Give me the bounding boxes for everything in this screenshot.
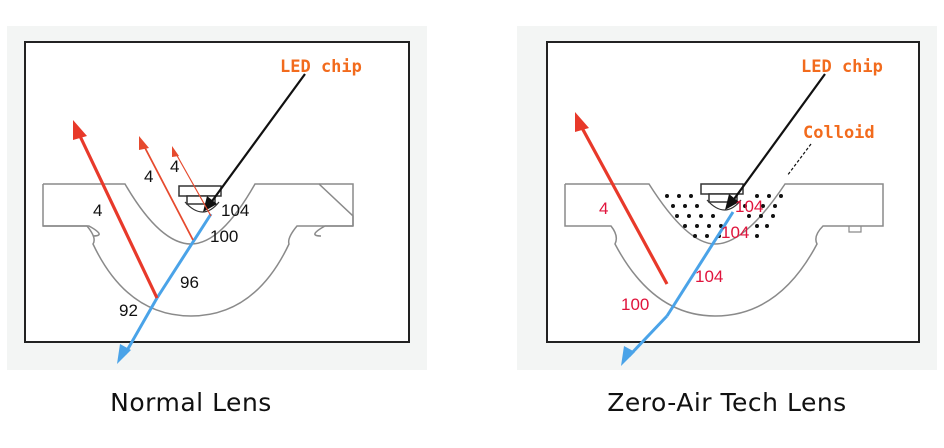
value-4: 4 <box>599 199 608 218</box>
value-104-mid: 104 <box>721 223 749 242</box>
lens-bottom-outline <box>564 184 837 317</box>
lens-bottom-outline <box>43 225 353 317</box>
zero-air-lens-diagram: LED chip Colloid 104 104 104 100 4 <box>546 41 920 366</box>
red-ray-thick <box>77 133 159 299</box>
led-chip-base <box>708 193 738 203</box>
colloid-label: Colloid <box>803 123 875 143</box>
red-ray-thin-2 <box>174 151 212 217</box>
value-96: 96 <box>180 273 199 292</box>
led-chip-body <box>700 183 744 195</box>
value-100: 100 <box>621 295 649 314</box>
led-chip-body <box>178 185 222 197</box>
colloid-dots <box>665 194 783 238</box>
lens-top-outline <box>565 183 884 245</box>
value-104-top: 104 <box>735 197 763 216</box>
red-ray-thin-1 <box>142 143 194 241</box>
led-chip-label: LED chip <box>801 57 883 77</box>
led-chip-pointer-arrow <box>728 73 826 207</box>
normal-lens-diagram: LED chip 104 100 96 92 4 4 4 <box>24 41 410 364</box>
value-4-thin-ray-2: 4 <box>170 157 179 176</box>
normal-lens-panel: LED chip 104 100 96 92 4 4 4 <box>7 26 427 370</box>
zero-air-lens-panel: LED chip Colloid 104 104 104 100 4 <box>517 26 937 370</box>
value-104: 104 <box>221 201 249 220</box>
value-92: 92 <box>119 301 138 320</box>
zero-air-lens-caption: Zero-Air Tech Lens <box>607 388 847 417</box>
value-104-lower: 104 <box>695 267 723 286</box>
led-chip-pointer-arrow <box>206 73 306 209</box>
normal-lens-caption: Normal Lens <box>110 388 272 417</box>
blue-ray <box>155 213 213 299</box>
red-ray-thick <box>579 125 669 285</box>
value-100: 100 <box>210 227 238 246</box>
led-chip-label: LED chip <box>280 57 362 77</box>
value-4-thin-ray-1: 4 <box>144 167 153 186</box>
blue-ray <box>665 211 735 317</box>
colloid-pointer <box>786 143 812 177</box>
lens-top-outline <box>42 183 354 245</box>
value-4-thick-ray: 4 <box>93 201 102 220</box>
led-chip-base <box>186 195 216 205</box>
